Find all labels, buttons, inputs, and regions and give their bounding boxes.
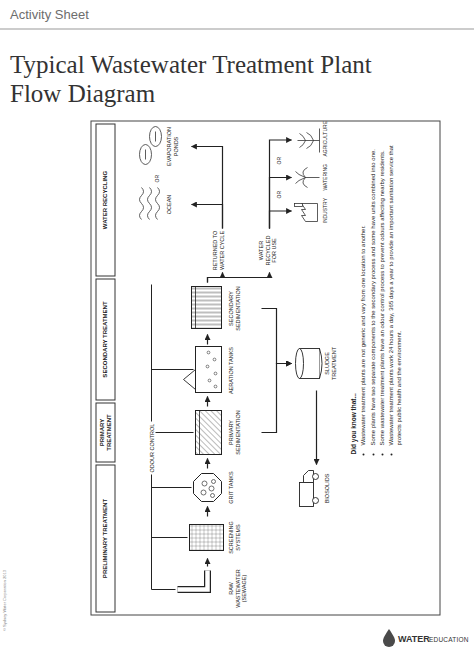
odour-control-line	[151, 284, 193, 589]
fact-item: Some wastewater treatment plants have an…	[378, 124, 386, 445]
flow-arrow	[206, 458, 207, 468]
use-unit: INDUSTRY	[291, 197, 339, 224]
sludge-digester	[295, 348, 322, 378]
pond-icon	[139, 126, 161, 164]
crop-icon	[297, 128, 319, 152]
or-label: OR	[153, 175, 159, 183]
secondary-tank	[191, 286, 221, 328]
ocean-icon	[139, 187, 159, 219]
node-label: WATER RECYCLING	[101, 170, 108, 228]
node-label: AERATION TANKS	[227, 345, 234, 395]
node-label: RETURNED TO WATER CYCLE	[211, 229, 224, 271]
node-label: WATER RECYCLED FOR USE	[257, 229, 277, 271]
biosolids-unit: BIOSOLIDS	[291, 464, 341, 512]
flow-arrow	[269, 211, 291, 229]
flow-arrow	[206, 506, 207, 516]
primary-tank	[195, 410, 221, 454]
flow-arrow	[206, 558, 207, 566]
screen-unit	[189, 524, 223, 550]
node-label: SLUDGE TREATMENT	[323, 337, 336, 389]
band-text: SECONDARY TREATMENT	[101, 301, 108, 377]
node-label: AGRICULTURE	[321, 123, 327, 156]
grit-tank	[193, 473, 221, 501]
pond-unit: EVAPORATION PONDS	[129, 124, 191, 168]
stage-band: PRELIMINARY TREATMENT	[95, 464, 115, 612]
flow-arrow	[206, 396, 207, 406]
node-label: SECONDARY SEDIMENTATION	[227, 283, 240, 333]
aeration-tank	[183, 346, 221, 392]
flow-arrow	[269, 177, 291, 228]
flow-arrow	[206, 334, 207, 344]
inlet-pipe	[177, 570, 207, 589]
node-label: WATERING	[321, 164, 327, 190]
flow-arrow	[191, 204, 222, 228]
odour-label: ODOUR CONTROL	[148, 421, 155, 474]
logo-word: WATER	[398, 634, 430, 644]
fact-heading: Did you know that...	[349, 124, 357, 454]
page-title: Typical Wastewater Treatment Plant Flow …	[10, 50, 402, 108]
inlet-unit: RAW WASTEWATER (SEWAGE)	[171, 566, 261, 610]
node-label: PRIMARY SEDIMENTATION	[227, 407, 240, 457]
use-unit: AGRICULTURE	[291, 122, 339, 157]
sprinkler-icon	[295, 167, 319, 187]
diagram-frame: Did you know that...Wastewater treatment…	[90, 120, 440, 615]
copyright: © Sydney Water Corporation 2013	[2, 553, 7, 649]
node-label: INDUSTRY	[321, 198, 327, 223]
header-rule	[0, 29, 474, 30]
outlet-label: RETURNED TO WATER CYCLE	[203, 228, 241, 272]
fact-item: Some plants have two separate components…	[369, 124, 377, 445]
screening-unit: SCREENING SYSTEMS	[171, 516, 261, 558]
stage-band: PRIMARY TREATMENT	[95, 402, 115, 462]
node-label: OCEAN	[165, 187, 172, 221]
fact-item: Wastewater treatment plants work 24 hour…	[387, 124, 403, 445]
sheet-header: Activity Sheet	[10, 7, 89, 22]
band-text: PRIMARY TREATMENT	[98, 406, 112, 458]
node-label: RAW WASTEWATER (SEWAGE)	[227, 567, 247, 609]
stage-band: SECONDARY TREATMENT	[95, 278, 115, 400]
ocean-unit: OCEAN	[129, 186, 191, 222]
or-label: OR	[275, 157, 281, 165]
stage-band: WATER RECYCLING	[95, 123, 115, 276]
band-text: PRELIMINARY TREATMENT	[101, 498, 108, 577]
outlet-label: WATER RECYCLED FOR USE	[249, 228, 289, 272]
band-text: WATER RECYCLING	[101, 170, 108, 228]
secondary-unit: SECONDARY SEDIMENTATION	[171, 282, 261, 334]
use-unit: WATERING	[291, 163, 339, 191]
flow-arrow	[207, 272, 269, 282]
fact-panel: Did you know that...Wastewater treatment…	[349, 124, 437, 454]
logo-word: EDUCATION	[429, 636, 469, 644]
node-label: PRIMARY TREATMENT	[98, 406, 112, 458]
truck-icon	[299, 470, 318, 506]
flow-arrow	[261, 308, 291, 363]
fact-list: Wastewater treatment plants are not gene…	[359, 124, 402, 454]
flow-arrow	[269, 140, 291, 229]
node-label: SECONDARY TREATMENT	[101, 301, 108, 377]
industry-icon	[294, 203, 317, 221]
flow-arrow	[191, 146, 222, 228]
node-label: EVAPORATION PONDS	[165, 125, 178, 167]
flow-arrow	[261, 363, 291, 432]
flow-arrow	[315, 390, 316, 464]
grit-unit: GRIT TANKS	[171, 468, 261, 506]
or-label: OR	[275, 191, 281, 199]
fact-item: Wastewater treatment plants are not gene…	[359, 124, 367, 445]
sludge-unit: SLUDGE TREATMENT	[291, 336, 341, 390]
node-label: GRIT TANKS	[227, 469, 234, 505]
node-label: SCREENING SYSTEMS	[227, 517, 240, 557]
primary-unit: PRIMARY SEDIMENTATION	[171, 406, 261, 458]
logo-drop	[383, 629, 395, 647]
node-label: PRELIMINARY TREATMENT	[101, 498, 108, 577]
aeration-unit: AERATION TANKS	[171, 344, 261, 396]
node-label: BIOSOLIDS	[323, 465, 330, 511]
